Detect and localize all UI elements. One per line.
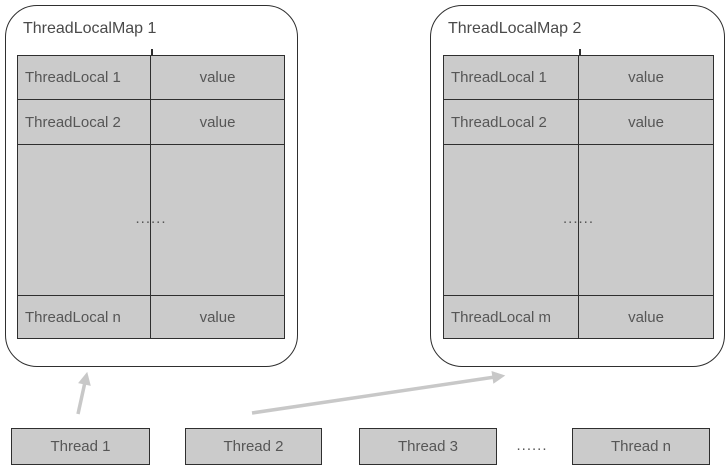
thread-3-box: Thread 3 [359, 428, 497, 465]
thread-n-box: Thread n [572, 428, 710, 465]
map-2-title: ThreadLocalMap 2 [448, 20, 582, 37]
table-row: ThreadLocal 2 value [18, 99, 284, 144]
table-cell-value: value [199, 113, 236, 131]
map-1-table: ThreadLocal 1 value ThreadLocal 2 value … [17, 49, 285, 339]
thread-3-label: Thread 3 [397, 438, 459, 455]
table-row-ellipsis: ...... [18, 144, 284, 295]
thread-1-label: Thread 1 [50, 438, 111, 455]
table-cell-value: value [628, 308, 664, 326]
map-2-table: ThreadLocal 1 value ThreadLocal 2 value … [443, 49, 714, 339]
ellipsis-text: ...... [562, 210, 594, 228]
table-cell-value: value [199, 308, 236, 326]
table-row: ThreadLocal 2 value [444, 99, 713, 144]
thread-2-box: Thread 2 [185, 428, 322, 465]
divider-tick [151, 49, 153, 56]
arrow-thread2-to-map2 [251, 370, 506, 415]
table-cell-key [444, 145, 579, 295]
table-cell-key [18, 145, 151, 295]
table-cell-key: ThreadLocal 2 [18, 100, 151, 144]
threadlocalmap-2-box: ThreadLocalMap 2 ThreadLocal 1 value Thr… [430, 5, 725, 367]
arrow-thread1-to-map1 [76, 371, 91, 415]
table-cell-value: value [199, 69, 236, 86]
table-cell-key: ThreadLocal 1 [444, 56, 579, 99]
table-cell-value: value [628, 69, 664, 86]
table-row: ThreadLocal 1 value [18, 56, 284, 99]
map-1-title: ThreadLocalMap 1 [23, 20, 157, 37]
ellipsis-text: ...... [135, 210, 167, 228]
table-cell-value: value [628, 113, 664, 131]
table-row-ellipsis: ...... [444, 144, 713, 295]
table-cell-key: ThreadLocal m [444, 296, 579, 338]
table-row: ThreadLocal 1 value [444, 56, 713, 99]
divider-tick [579, 49, 581, 56]
table-cell-key: ThreadLocal 2 [444, 100, 579, 144]
table-cell-key: ThreadLocal n [18, 296, 151, 338]
table-row: ThreadLocal n value [18, 295, 284, 338]
table-row: ThreadLocal m value [444, 295, 713, 338]
threadlocalmap-1-box: ThreadLocalMap 1 ThreadLocal 1 value Thr… [5, 5, 298, 367]
table-cell-key: ThreadLocal 1 [18, 56, 151, 99]
thread-n-label: Thread n [610, 438, 672, 455]
thread-2-label: Thread 2 [223, 438, 284, 455]
threads-ellipsis: ...... [516, 437, 548, 454]
thread-1-box: Thread 1 [11, 428, 150, 465]
